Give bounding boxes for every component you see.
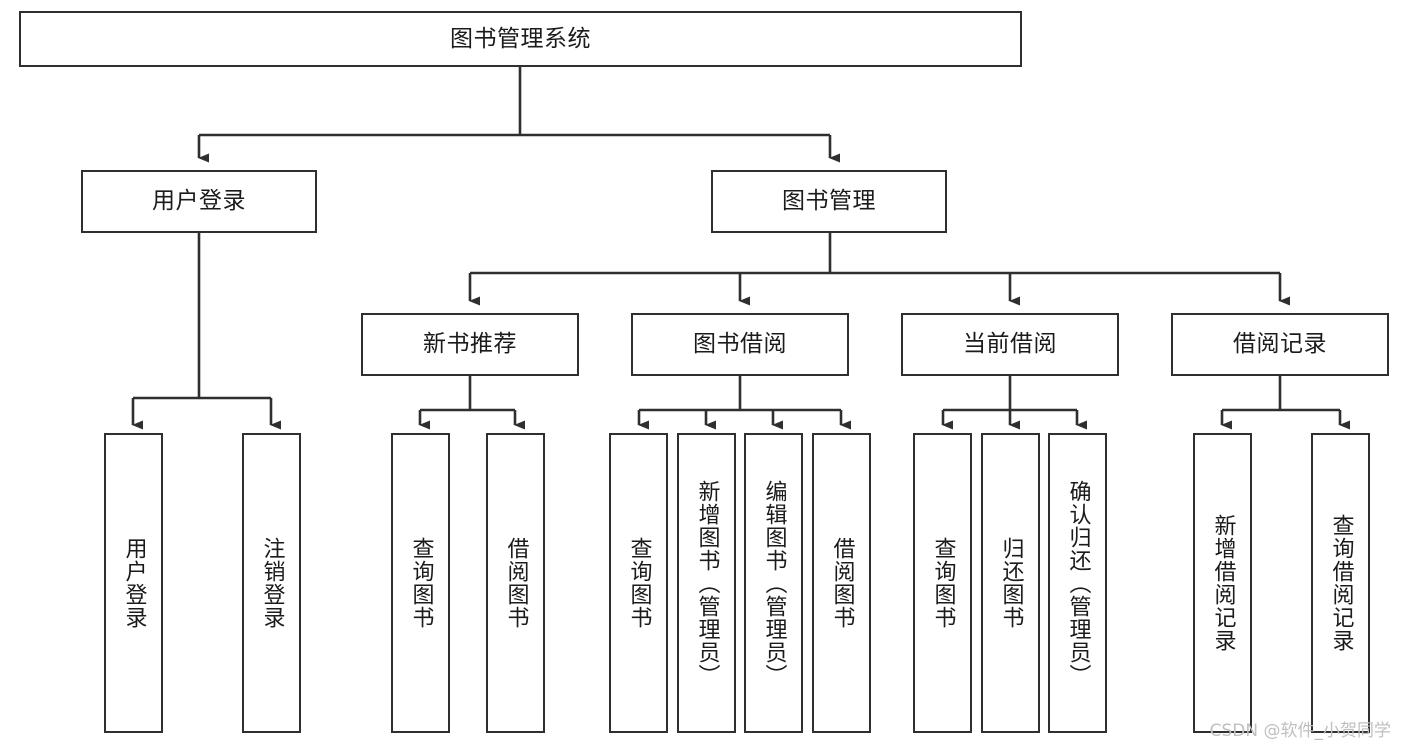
csdn-watermark: CSDN @软件_小贺同学 — [1209, 721, 1391, 741]
node-label: 借阅图书 — [503, 537, 529, 629]
node-label: 确认归还（管理员） — [1065, 479, 1091, 687]
node-label: 用户登录 — [121, 537, 147, 629]
leaf-query-borrow-record[interactable]: 查询借阅记录 — [1311, 433, 1370, 733]
leaf-user-logout[interactable]: 注销登录 — [242, 433, 301, 733]
node-label: 归还图书 — [998, 537, 1024, 629]
node-label: 查询图书 — [626, 537, 652, 629]
node-label: 查询借阅记录 — [1328, 514, 1354, 652]
leaf-query-book-current[interactable]: 查询图书 — [913, 433, 972, 733]
node-label: 借阅图书 — [829, 537, 855, 629]
node-label: 图书管理系统 — [450, 25, 591, 52]
leaf-add-book-admin[interactable]: 新增图书（管理员） — [677, 433, 736, 733]
node-current-borrowing[interactable]: 当前借阅 — [901, 313, 1119, 376]
leaf-user-login[interactable]: 用户登录 — [104, 433, 163, 733]
node-label: 当前借阅 — [963, 331, 1057, 358]
leaf-confirm-return-admin[interactable]: 确认归还（管理员） — [1048, 433, 1107, 733]
leaf-return-book[interactable]: 归还图书 — [981, 433, 1040, 733]
node-book-management[interactable]: 图书管理 — [711, 170, 947, 233]
node-label: 新增图书（管理员） — [694, 479, 720, 687]
node-label: 新书推荐 — [423, 331, 517, 358]
node-label: 编辑图书（管理员） — [761, 479, 787, 687]
node-root-system[interactable]: 图书管理系统 — [19, 11, 1022, 67]
node-label: 查询图书 — [408, 537, 434, 629]
node-label: 图书管理 — [782, 188, 876, 215]
node-label: 新增借阅记录 — [1210, 514, 1236, 652]
node-user-login[interactable]: 用户登录 — [81, 170, 317, 233]
leaf-borrow-book-borrowing[interactable]: 借阅图书 — [812, 433, 871, 733]
node-book-borrowing[interactable]: 图书借阅 — [631, 313, 849, 376]
node-new-book-recommendation[interactable]: 新书推荐 — [361, 313, 579, 376]
leaf-query-book-borrowing[interactable]: 查询图书 — [609, 433, 668, 733]
node-label: 用户登录 — [152, 188, 246, 215]
node-borrow-records[interactable]: 借阅记录 — [1171, 313, 1389, 376]
node-label: 图书借阅 — [693, 331, 787, 358]
leaf-borrow-book-recommendation[interactable]: 借阅图书 — [486, 433, 545, 733]
node-label: 注销登录 — [259, 537, 285, 629]
leaf-add-borrow-record[interactable]: 新增借阅记录 — [1193, 433, 1252, 733]
leaf-query-book-recommendation[interactable]: 查询图书 — [391, 433, 450, 733]
node-label: 借阅记录 — [1233, 331, 1327, 358]
leaf-edit-book-admin[interactable]: 编辑图书（管理员） — [744, 433, 803, 733]
node-label: 查询图书 — [930, 537, 956, 629]
